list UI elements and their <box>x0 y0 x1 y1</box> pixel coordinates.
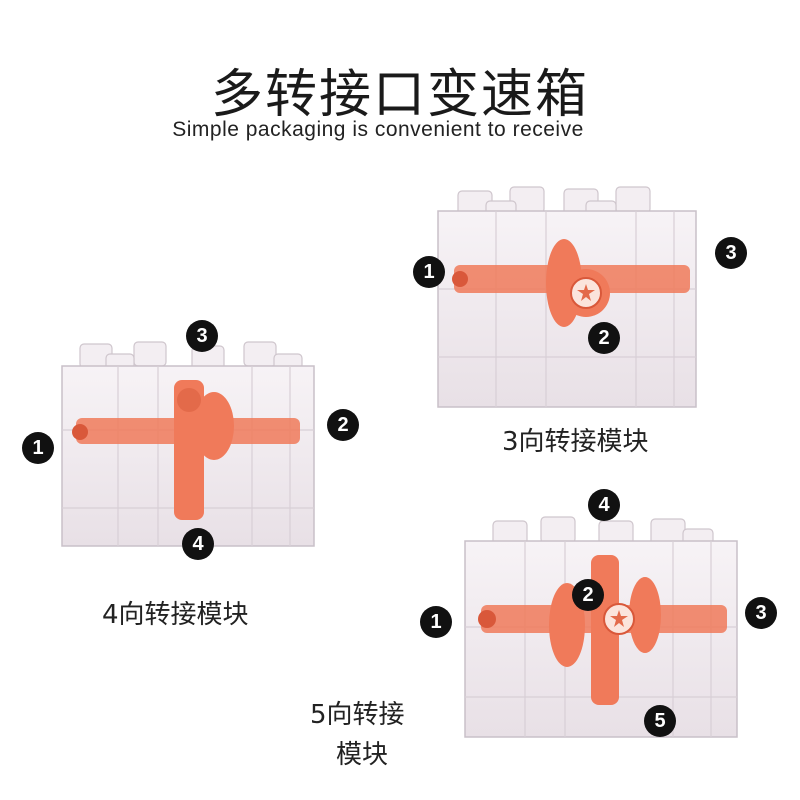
port-badge-1: 1 <box>420 606 452 638</box>
port-badge-3: 3 <box>745 597 777 629</box>
port-badge-1: 1 <box>22 432 54 464</box>
three-way-module-image <box>437 186 697 408</box>
page-subtitle: Simple packaging is convenient to receiv… <box>172 118 584 141</box>
port-badge-3: 3 <box>715 237 747 269</box>
port-badge-3: 3 <box>186 320 218 352</box>
port-badge-4: 4 <box>588 489 620 521</box>
port-badge-2: 2 <box>327 409 359 441</box>
port-badge-4: 4 <box>182 528 214 560</box>
five-way-module-image <box>464 516 738 738</box>
three-way-caption: 3向转接模块 <box>502 427 649 457</box>
page-title: 多转接口变速箱 <box>210 65 589 125</box>
port-badge-1: 1 <box>413 256 445 288</box>
five-way-caption-line2: 模块 <box>336 740 389 770</box>
four-way-module-image <box>61 341 315 547</box>
five-way-caption-line1: 5向转接 <box>310 700 405 730</box>
port-badge-2: 2 <box>572 579 604 611</box>
four-way-caption: 4向转接模块 <box>102 600 249 630</box>
port-badge-2: 2 <box>588 322 620 354</box>
port-badge-5: 5 <box>644 705 676 737</box>
